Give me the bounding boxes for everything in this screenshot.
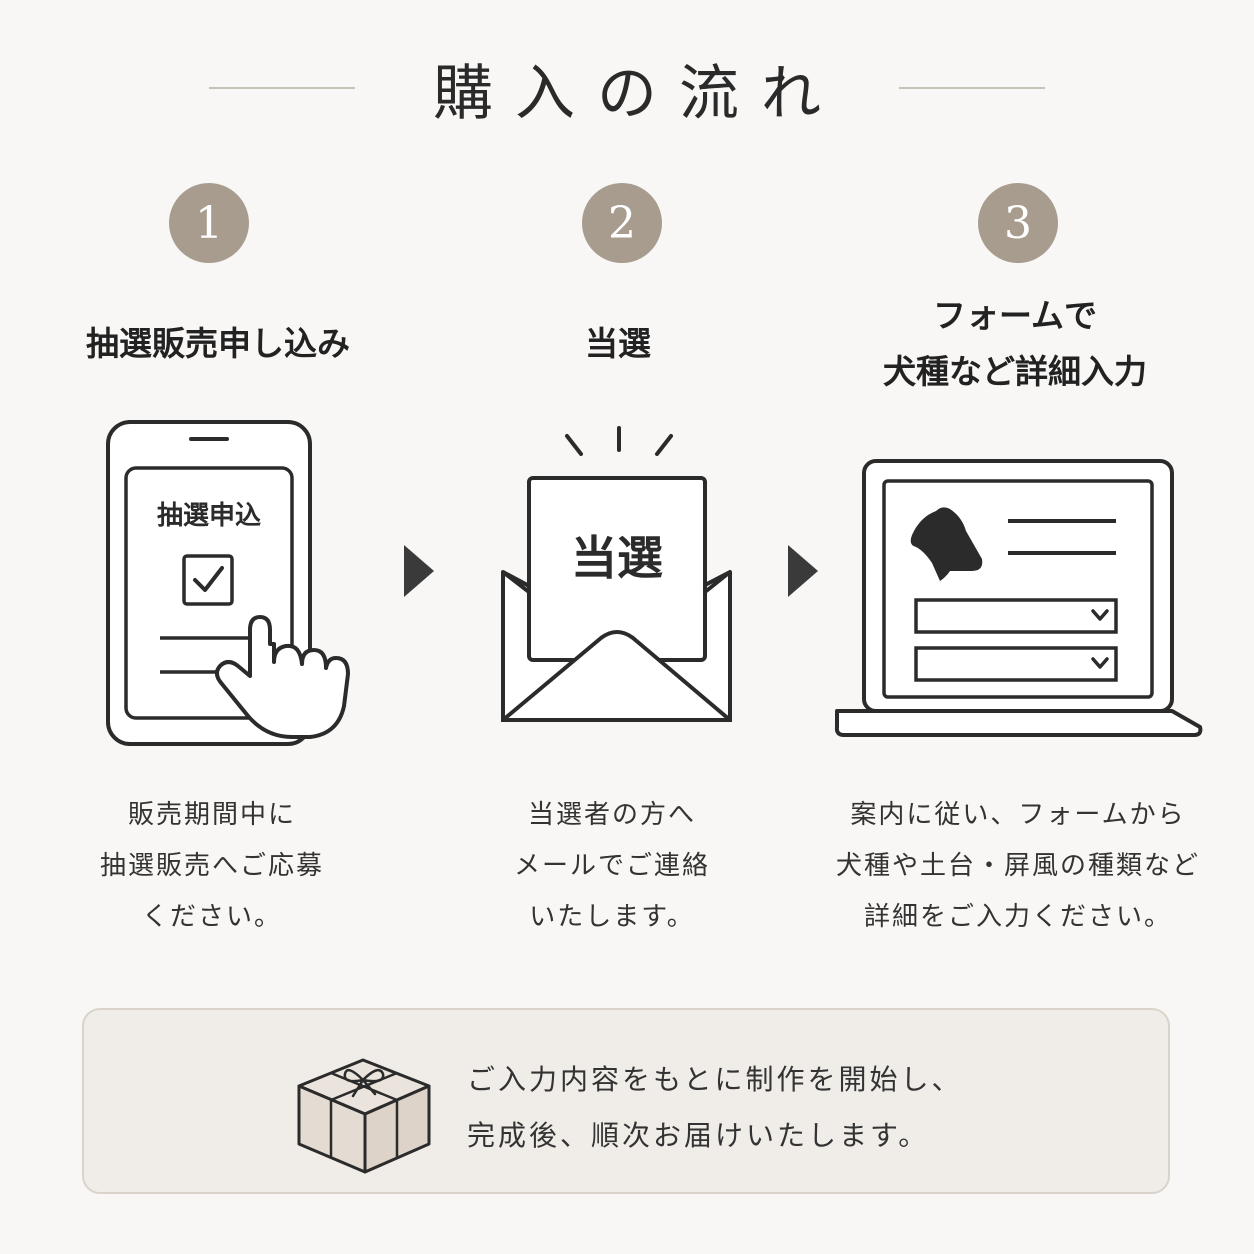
step-1-desc-line: 販売期間中に xyxy=(127,800,296,830)
laptop-icon xyxy=(834,459,1203,737)
notice-text: ご入力内容をもとに制作を開始し、 完成後、順次お届けいたします。 xyxy=(467,1052,962,1164)
title-divider-right xyxy=(899,87,1045,89)
step-3-heading: フォームで 犬種など詳細入力 xyxy=(815,288,1215,400)
letter-label: 当選 xyxy=(571,531,663,585)
screen-label: 抽選申込 xyxy=(157,501,261,531)
step-1-badge: 1 xyxy=(169,183,249,263)
dropdown-chevron-icon xyxy=(1091,609,1109,621)
notice-line: 完成後、順次お届けいたします。 xyxy=(467,1119,930,1152)
title-divider-left xyxy=(209,87,355,89)
smartphone-icon: 抽選申込 xyxy=(106,420,350,746)
step-2-desc-line: メールでご連絡 xyxy=(513,851,710,881)
dog-silhouette-icon xyxy=(910,507,983,581)
pointing-hand-icon xyxy=(215,615,350,739)
step-3-desc-line: 案内に従い、フォームから xyxy=(850,800,1186,830)
step-2-desc-line: 当選者の方へ xyxy=(527,800,696,830)
checkbox-icon xyxy=(182,554,234,606)
envelope-icon: 当選 xyxy=(501,426,732,722)
arrow-right-icon xyxy=(788,545,818,597)
page-title: 購入の流れ xyxy=(433,58,843,129)
step-2-heading: 当選 xyxy=(585,324,651,363)
step-2-badge: 2 xyxy=(582,183,662,263)
step-3-description: 案内に従い、フォームから 犬種や土台・屏風の種類など 詳細をご入力ください。 xyxy=(808,790,1228,943)
arrow-right-icon xyxy=(404,545,434,597)
step-3-badge: 3 xyxy=(978,183,1058,263)
step-3-desc-line: 詳細をご入力ください。 xyxy=(863,902,1172,932)
title-row: 購入の流れ xyxy=(0,38,1254,138)
step-3-heading-line-2: 犬種など詳細入力 xyxy=(883,352,1147,391)
step-1-description: 販売期間中に 抽選販売へご応募 ください。 xyxy=(12,790,412,943)
step-2-description: 当選者の方へ メールでご連絡 いたします。 xyxy=(412,790,812,943)
step-2-desc-line: いたします。 xyxy=(529,902,695,932)
step-3-desc-line: 犬種や土台・屏風の種類など xyxy=(835,851,1200,881)
notice-box: ご入力内容をもとに制作を開始し、 完成後、順次お届けいたします。 xyxy=(82,1008,1170,1194)
step-1-desc-line: ください。 xyxy=(141,902,282,932)
step-1-desc-line: 抽選販売へご応募 xyxy=(99,851,324,881)
gift-box-icon xyxy=(297,1058,431,1174)
step-1-heading: 抽選販売申し込み xyxy=(86,324,350,363)
dropdown-chevron-icon xyxy=(1091,657,1109,669)
notice-line: ご入力内容をもとに制作を開始し、 xyxy=(467,1063,963,1096)
step-3-heading-line-1: フォームで xyxy=(932,296,1097,335)
